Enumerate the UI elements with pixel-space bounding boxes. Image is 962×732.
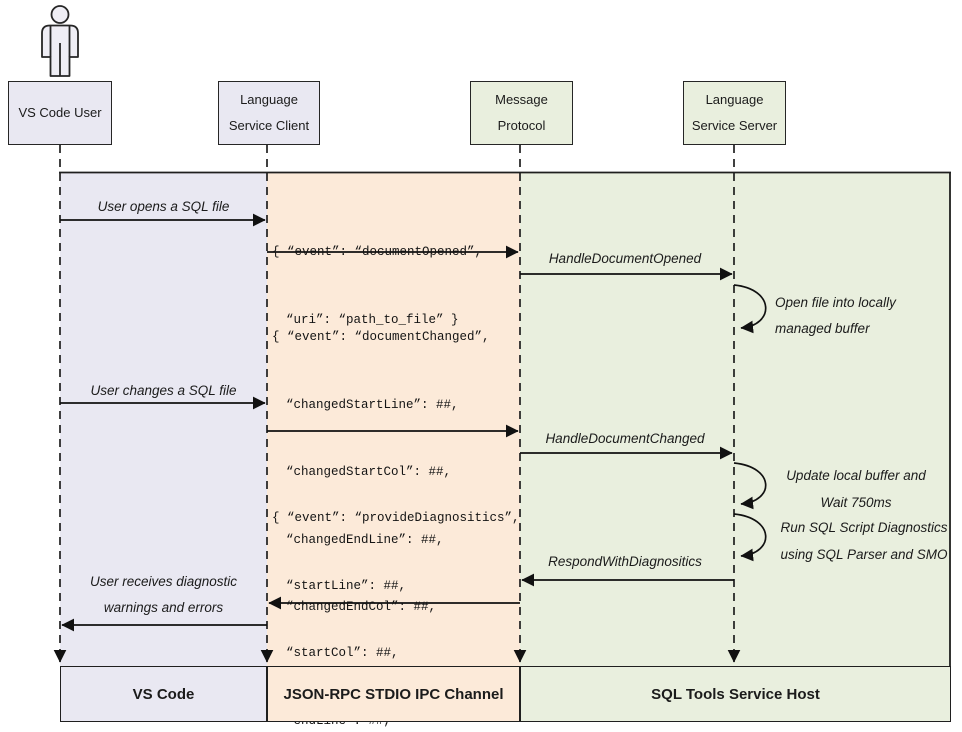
json-line: “changedEndCol”: ##, [286, 600, 437, 614]
lane-box-vscode: VS Code [60, 666, 267, 722]
note-line: Run SQL Script Diagnostics [780, 520, 948, 535]
note-line: Wait 750ms [820, 495, 892, 510]
json-message-document-opened: { “event”: “documentOpened”, “uri”: “pat… [272, 196, 482, 376]
lane-box-sql-tools-service-host: SQL Tools Service Host [520, 666, 951, 722]
json-line: { “event”: “provideDiagnositics”, [272, 511, 520, 525]
lane-box-json-rpc-channel: JSON-RPC STDIO IPC Channel [267, 666, 520, 722]
json-line: “startCol”: ##, [286, 646, 399, 660]
note-open-file-buffer: Open file into locally managed buffer [775, 290, 896, 342]
actor-label-line: Protocol [497, 118, 546, 133]
json-line: { “event”: “documentChanged”, [272, 330, 490, 344]
actor-label-line: Service Client [228, 118, 310, 133]
label-handle-document-changed: HandleDocumentChanged [545, 431, 705, 446]
actor-label-line: Language [705, 92, 764, 107]
label-line: warnings and errors [103, 600, 224, 615]
actor-label-line: Language [240, 92, 298, 107]
json-line: “uri”: “path_to_file” } [286, 312, 459, 327]
user-actor-icon [41, 5, 79, 77]
label-user-changes-file: User changes a SQL file [90, 383, 237, 398]
actor-label-line: Service Server [691, 118, 778, 133]
label-user-opens-file: User opens a SQL file [97, 199, 230, 214]
note-line: Open file into locally [775, 295, 896, 310]
actor-box-message-protocol: Message Protocol [470, 81, 573, 145]
note-run-diagnostics: Run SQL Script Diagnostics using SQL Par… [766, 514, 962, 568]
json-line: “changedEndLine”: ##, [286, 532, 444, 547]
actor-box-vscode-user: VS Code User [8, 81, 112, 145]
actor-box-language-service-server: Language Service Server [683, 81, 786, 145]
column-ipc-channel [267, 173, 520, 666]
column-vscode [60, 173, 267, 666]
actor-box-language-service-client: Language Service Client [218, 81, 320, 145]
lane-label: SQL Tools Service Host [651, 685, 820, 703]
note-line: using SQL Parser and SMO [780, 547, 948, 562]
label-user-receives-diagnostics: User receives diagnostic warnings and er… [60, 569, 267, 621]
actor-label: VS Code User [18, 105, 102, 120]
json-line: “changedStartLine”: ##, [286, 397, 459, 412]
json-line: { “event”: “documentOpened”, [272, 245, 483, 259]
lane-label: VS Code [132, 685, 195, 703]
json-line: “changedStartCol”: ##, [286, 465, 452, 479]
label-respond-with-diagnostics: RespondWithDiagnositics [548, 554, 702, 569]
label-handle-document-opened: HandleDocumentOpened [548, 251, 702, 266]
label-line: User receives diagnostic [89, 574, 238, 589]
note-line: Update local buffer and [786, 468, 926, 483]
note-line: managed buffer [775, 321, 870, 336]
actor-label-line: Message [495, 92, 548, 107]
column-service-host [520, 173, 951, 666]
lane-label: JSON-RPC STDIO IPC Channel [283, 685, 504, 703]
json-line: “startLine”: ##, [286, 578, 407, 593]
note-update-buffer-wait: Update local buffer and Wait 750ms [770, 462, 942, 516]
